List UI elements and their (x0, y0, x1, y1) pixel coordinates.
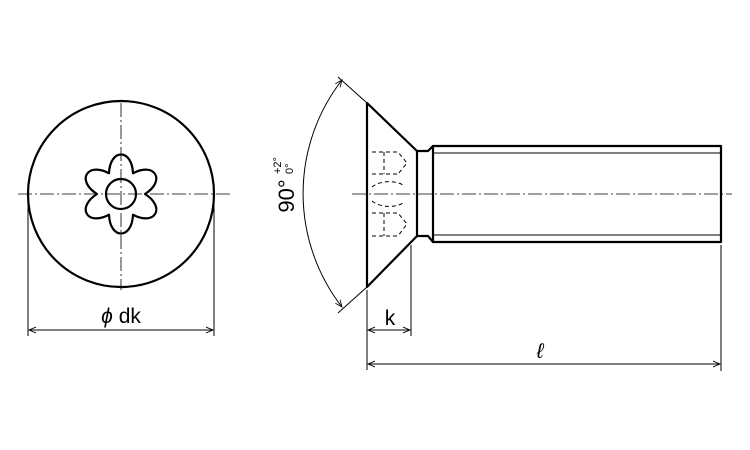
countersunk-head (365, 101, 419, 289)
angle-extension-top (337, 76, 368, 104)
angle-upper-tolerance: +2° (272, 157, 284, 174)
head-outline (26, 99, 216, 289)
shank-outline (415, 144, 723, 244)
length-dimension-label: ℓ (536, 340, 545, 363)
hexalobular-star-icon (84, 153, 158, 235)
hidden-recess (371, 151, 408, 237)
angle-label: 90° +2° 0° (272, 157, 299, 213)
angle-value: 90° (274, 179, 299, 212)
angle-dimension-arc (302, 79, 343, 308)
angle-lower-tolerance: 0° (284, 163, 296, 174)
angle-extension-bottom (337, 286, 368, 314)
k-dimension-label: k (385, 307, 396, 330)
pin-circle (104, 177, 138, 211)
side-view: 90° +2° 0° k ℓ (272, 76, 732, 371)
